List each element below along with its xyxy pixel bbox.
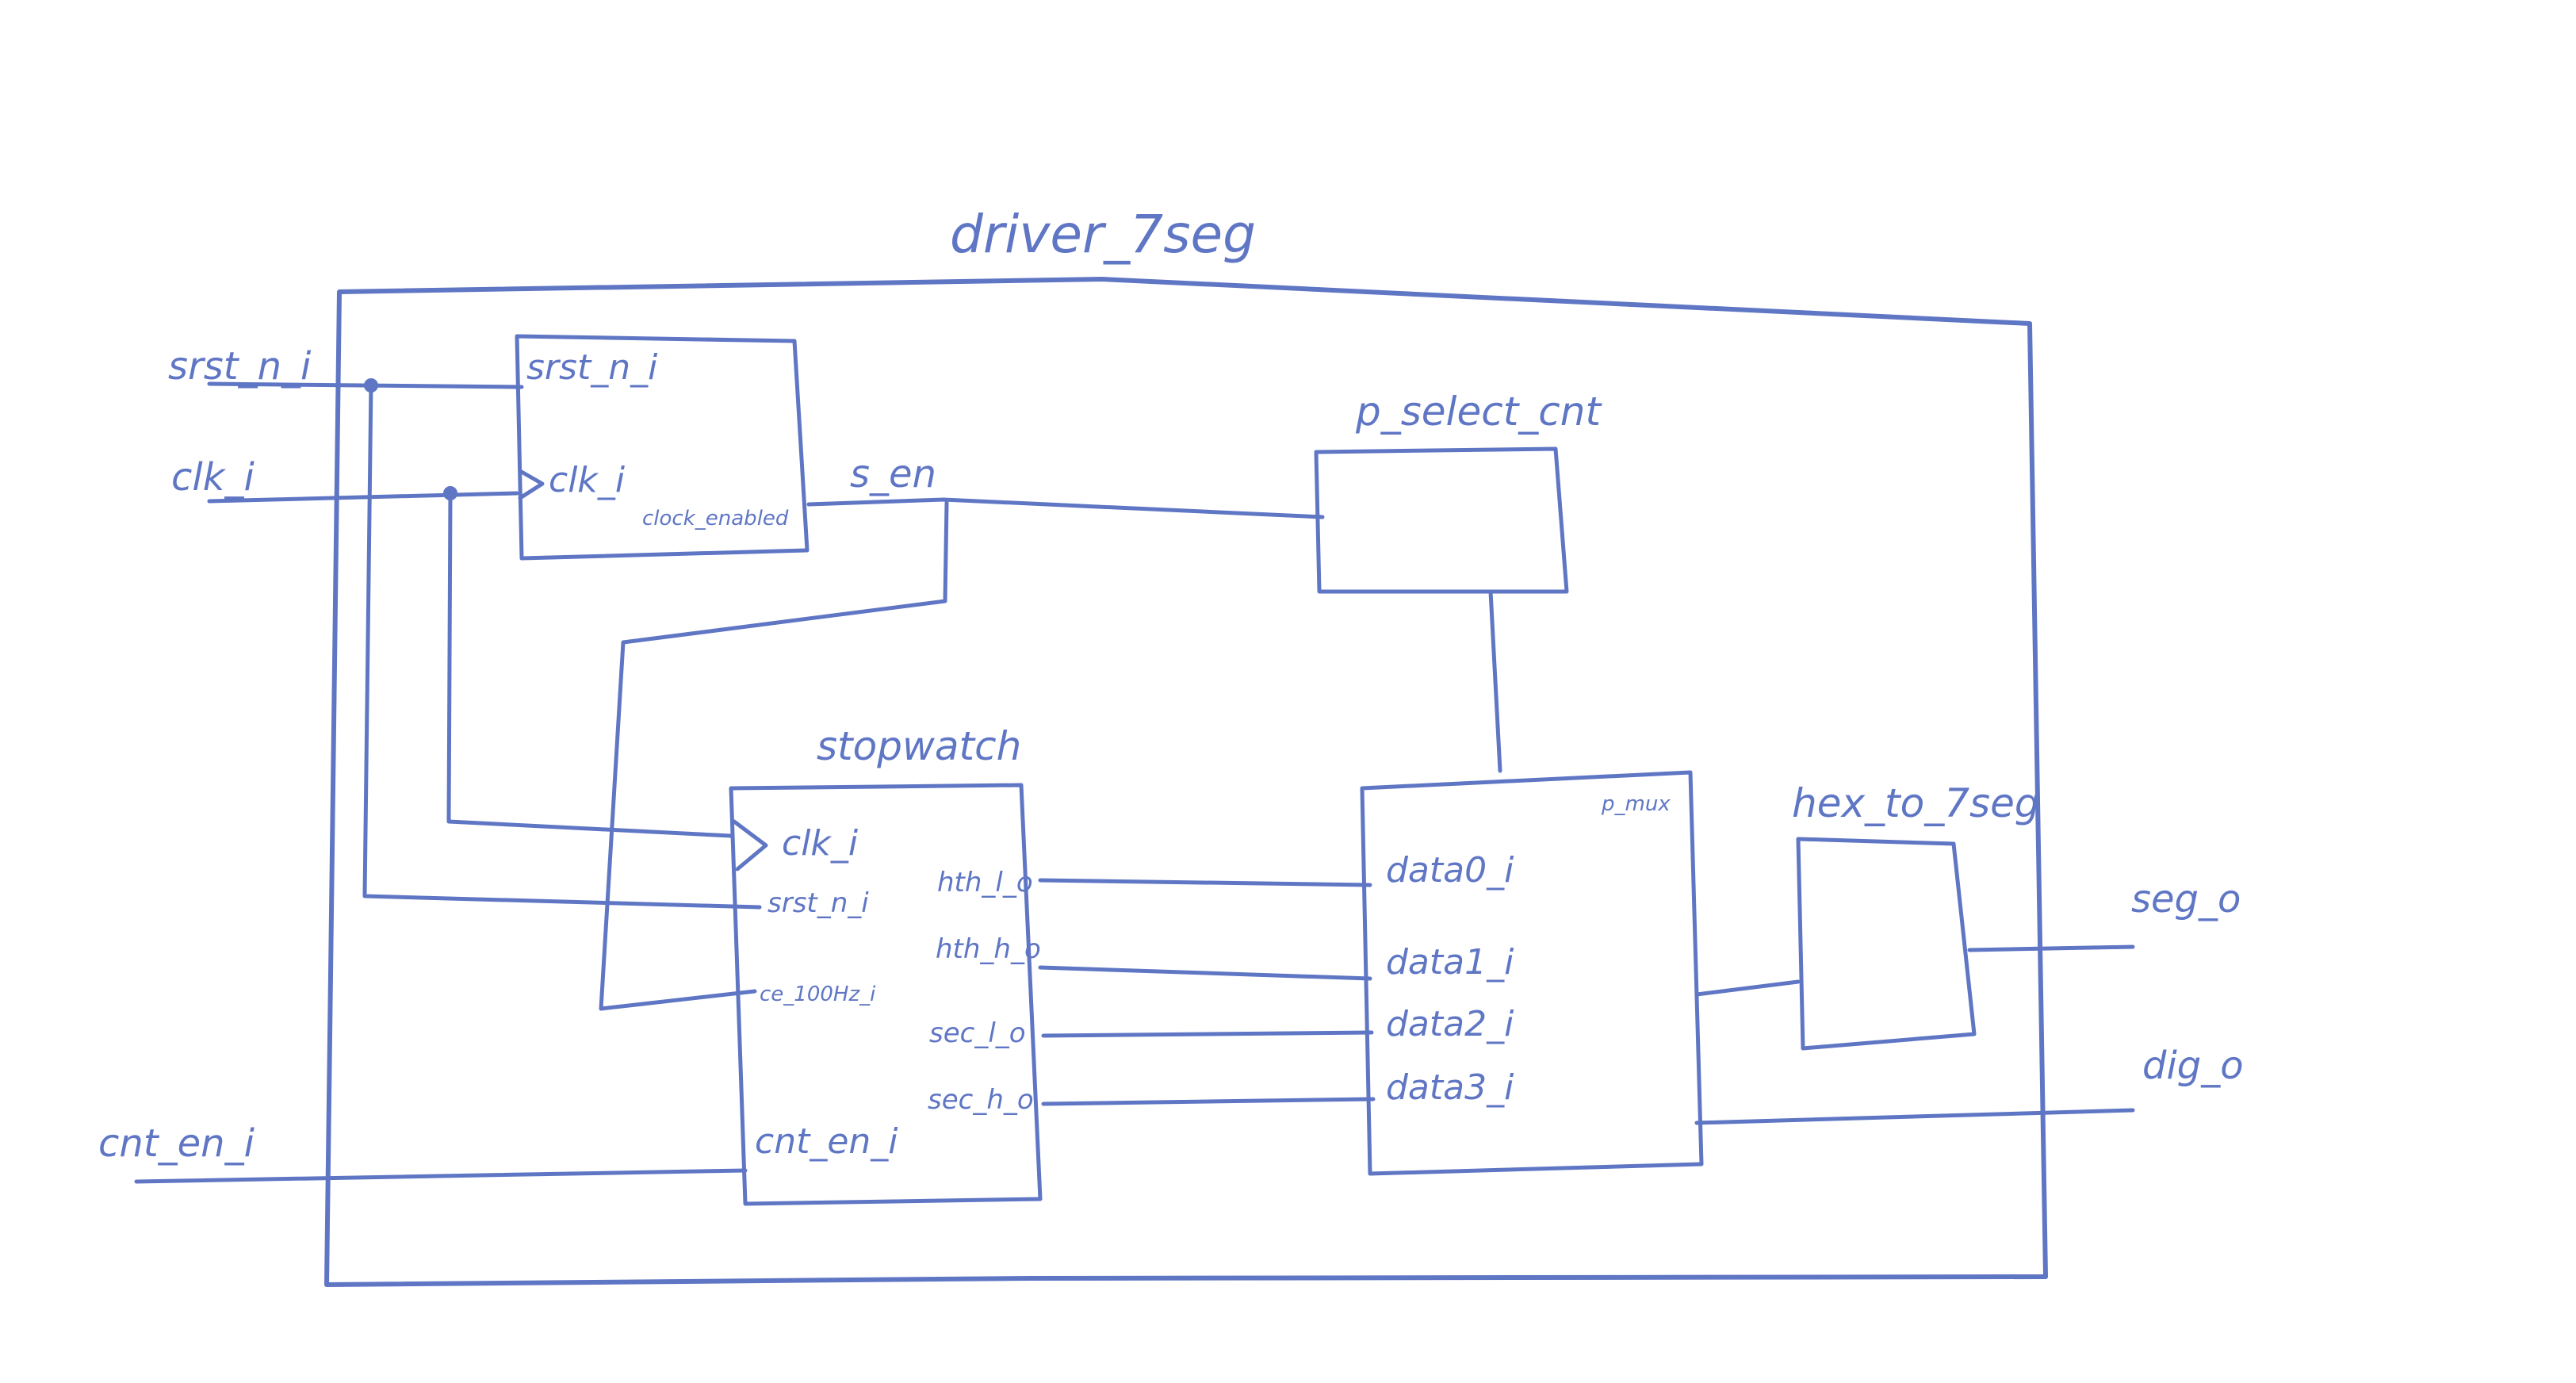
stopwatch-port-hth-l: hth_l_o — [937, 867, 1033, 898]
diagram-title: driver_7seg — [950, 204, 1256, 265]
stopwatch-label: stopwatch — [817, 723, 1021, 769]
wire-data3 — [1041, 1097, 1376, 1106]
wire-mux-to-hex — [1694, 979, 1801, 997]
stopwatch-port-sec-h: sec_h_o — [928, 1084, 1034, 1116]
wire-clk-branch — [446, 491, 733, 838]
output-label-dig: dig_o — [2142, 1044, 2244, 1088]
p-mux-port-data2: data2_i — [1386, 1004, 1514, 1044]
output-label-seg: seg_o — [2131, 877, 2241, 921]
stopwatch-port-srst: srst_n_i — [767, 887, 869, 919]
stopwatch-port-sec-l: sec_l_o — [929, 1017, 1026, 1049]
stopwatch-block — [729, 783, 1043, 1206]
wire-s-en-loop — [599, 500, 949, 1011]
wire-seg — [1967, 944, 2135, 952]
wire-data2 — [1041, 1030, 1374, 1038]
input-label-clk: clk_i — [171, 455, 255, 500]
input-label-srst: srst_n_i — [168, 344, 312, 389]
stopwatch-port-hth-h: hth_h_o — [936, 933, 1041, 965]
p-select-cnt-label: p_select_cnt — [1355, 389, 1602, 435]
clock-enable-block — [515, 334, 810, 561]
p-mux-block — [1360, 770, 1704, 1176]
p-mux-label: p_mux — [1601, 792, 1671, 816]
wire-cnt-en — [134, 1168, 748, 1184]
clock-enable-port-clk: clk_i — [549, 460, 626, 500]
junction-srst — [364, 378, 378, 393]
clock-enable-port-srst: srst_n_i — [526, 347, 658, 388]
wire-dig — [1694, 1108, 2135, 1125]
wire-select-to-mux — [1488, 589, 1502, 773]
hex-to-7seg-block — [1796, 837, 1977, 1051]
clock-enable-clk-triangle — [518, 469, 545, 500]
p-select-cnt-block — [1314, 446, 1569, 594]
stopwatch-clk-triangle — [732, 819, 768, 872]
stopwatch-port-ce: ce_100Hz_i — [760, 983, 876, 1006]
stopwatch-port-clk: clk_i — [782, 823, 859, 864]
junction-clk — [443, 486, 457, 500]
p-mux-port-data3: data3_i — [1386, 1067, 1514, 1108]
wire-s-en — [806, 497, 1325, 519]
clock-enable-port-out: clock_enabled — [642, 507, 789, 531]
wire-data1 — [1038, 965, 1372, 981]
wire-clk-in — [207, 491, 519, 504]
wire-srst-branch — [362, 381, 762, 910]
hex-to-7seg-label: hex_to_7seg — [1792, 780, 2040, 826]
driver-7seg-frame — [324, 277, 2048, 1287]
stopwatch-port-cnt-en: cnt_en_i — [755, 1121, 898, 1162]
signal-label-s-en: s_en — [850, 452, 936, 496]
wire-data0 — [1038, 878, 1372, 887]
input-label-cnt-en: cnt_en_i — [98, 1121, 255, 1166]
p-mux-port-data0: data0_i — [1386, 850, 1514, 891]
p-mux-port-data1: data1_i — [1386, 942, 1514, 983]
